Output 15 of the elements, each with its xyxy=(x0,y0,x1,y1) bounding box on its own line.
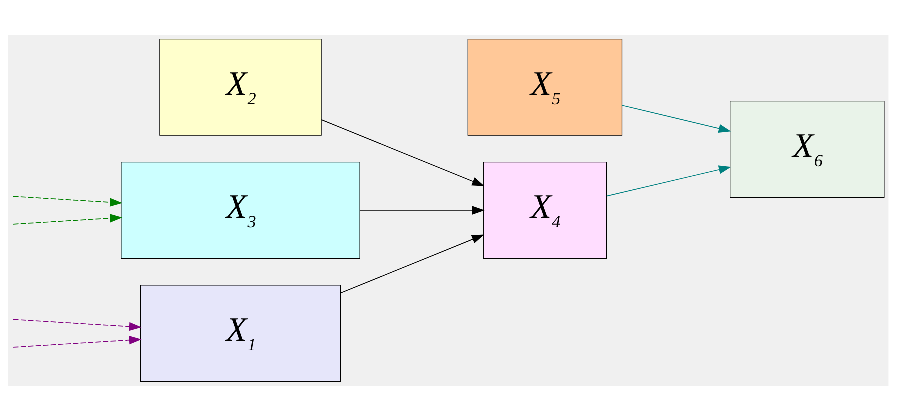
node-box: X$_{1}$ xyxy=(140,284,342,382)
node-box: X$_{2}$ xyxy=(160,38,322,136)
node-box: X$_{4}$ xyxy=(483,162,608,258)
node-box: X$_{6}$ xyxy=(730,100,885,198)
arrow xyxy=(606,165,732,196)
arrow xyxy=(622,104,732,132)
arrow xyxy=(13,214,123,224)
node-box: X$_{3}$ xyxy=(121,162,360,258)
arrow xyxy=(13,336,142,348)
arrow xyxy=(13,318,142,331)
node-box: X$_{5}$ xyxy=(468,38,623,136)
arrow xyxy=(13,196,123,206)
arrow xyxy=(340,234,484,294)
arrow xyxy=(360,206,485,214)
arrow xyxy=(321,119,485,186)
